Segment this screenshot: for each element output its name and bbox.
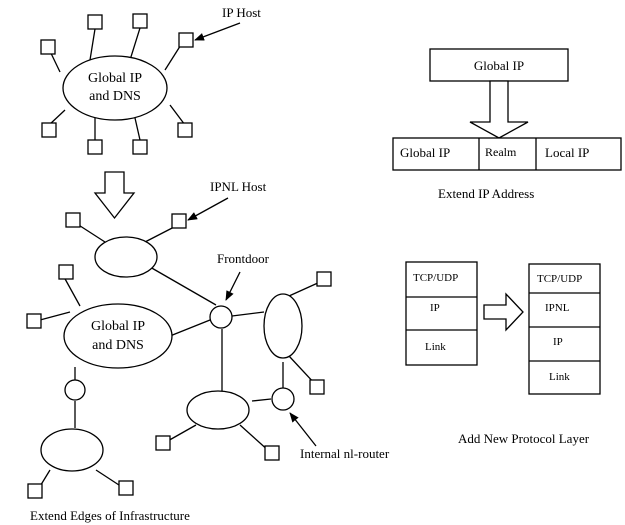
ip-host-arrow xyxy=(194,22,241,41)
ipnl-host-box xyxy=(58,264,74,280)
realm-ellipse xyxy=(186,390,250,430)
left-protocol-stack xyxy=(405,261,478,366)
address-caption: Extend IP Address xyxy=(438,186,534,201)
ipnl-host-box xyxy=(27,483,43,499)
cloud-label-line1: Global IP xyxy=(88,71,142,86)
ipnl-host-label: IPNL Host xyxy=(210,179,267,194)
left-layer-link: Link xyxy=(425,341,446,353)
right-layer-tcp-udp: TCP/UDP xyxy=(537,273,582,285)
right-protocol-stack xyxy=(528,263,601,395)
right-layer-ip: IP xyxy=(553,336,563,348)
address-field-global-ip: Global IP xyxy=(400,145,450,160)
ip-host-box xyxy=(40,39,56,55)
ip-host-box xyxy=(87,139,103,155)
ip-host-box xyxy=(132,13,148,29)
ip-host-box xyxy=(178,32,194,48)
internal-router-label: Internal nl-router xyxy=(300,446,390,461)
internal-nl-router xyxy=(271,387,295,411)
ip-host-label: IP Host xyxy=(222,5,261,20)
frontdoor-arrow xyxy=(225,271,241,301)
realm-ellipse-vertical xyxy=(263,293,303,359)
protocol-layer: TCP/UDP IP Link TCP/UDP IPNL IP Link Add… xyxy=(405,261,601,446)
ipnl-host-box xyxy=(155,435,171,451)
left-layer-tcp-udp: TCP/UDP xyxy=(413,272,458,284)
ip-host-box xyxy=(177,122,193,138)
ipnl-host-box xyxy=(65,212,81,228)
right-layer-link: Link xyxy=(549,371,570,383)
protocol-caption: Add New Protocol Layer xyxy=(458,431,590,446)
ipnl-host-box xyxy=(118,480,134,496)
cloud-label-line2: and DNS xyxy=(92,338,144,353)
global-ip-cloud xyxy=(63,303,173,369)
protocol-arrow-right xyxy=(483,292,524,332)
internal-router-arrow xyxy=(289,412,317,447)
address-field-local-ip: Local IP xyxy=(545,145,589,160)
bottom-network: Global IP and DNS IPNL Host Frontdoor In… xyxy=(26,179,390,523)
global-ip-box-label: Global IP xyxy=(474,58,524,73)
realm-ellipse xyxy=(40,428,104,472)
left-layer-ip: IP xyxy=(430,302,440,314)
nl-router xyxy=(64,379,86,401)
ipnl-host-arrow xyxy=(187,197,229,221)
ipnl-host-box xyxy=(26,313,42,329)
address-field-realm: Realm xyxy=(485,145,517,159)
ip-host-box xyxy=(87,14,103,30)
ipnl-host-box xyxy=(316,271,332,287)
top-network: Global IP and DNS IP Host xyxy=(40,5,261,155)
address-extension: Global IP Global IP Realm Local IP Exten… xyxy=(392,48,622,201)
ip-host-box xyxy=(132,139,148,155)
address-fields-box xyxy=(392,137,622,171)
frontdoor-router xyxy=(209,305,233,329)
frontdoor-label: Frontdoor xyxy=(217,251,270,266)
ipnl-host-box xyxy=(171,213,187,229)
infrastructure-caption: Extend Edges of Infrastructure xyxy=(30,508,190,523)
global-ip-cloud xyxy=(62,55,168,121)
realm-ellipse xyxy=(94,236,158,278)
cloud-label-line1: Global IP xyxy=(91,319,145,334)
cloud-label-line2: and DNS xyxy=(89,89,141,104)
transition-arrow-down xyxy=(93,171,136,220)
ip-host-box xyxy=(41,122,57,138)
right-layer-ipnl: IPNL xyxy=(545,302,570,314)
ipnl-host-box xyxy=(309,379,325,395)
address-arrow-down xyxy=(469,80,529,139)
ipnl-host-box xyxy=(264,445,280,461)
